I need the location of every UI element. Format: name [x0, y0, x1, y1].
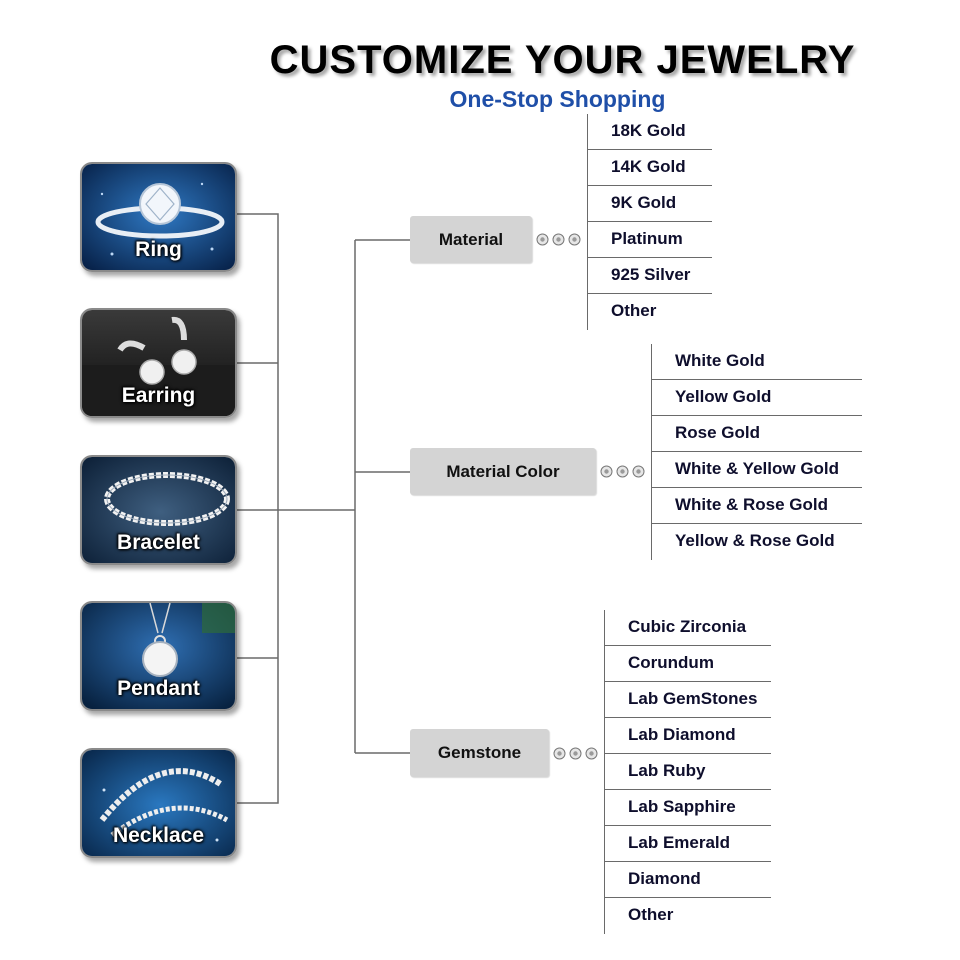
product-label-necklace: Necklace — [112, 824, 205, 847]
option-item[interactable]: Cubic Zirconia — [605, 610, 771, 646]
diamond-icon — [553, 747, 566, 760]
diamond-icon — [552, 233, 565, 246]
option-item[interactable]: Lab Diamond — [605, 718, 771, 754]
option-item[interactable]: 9K Gold — [588, 186, 712, 222]
product-label-earring: Earring — [121, 384, 196, 407]
option-item[interactable]: White & Yellow Gold — [652, 452, 862, 488]
option-item[interactable]: Yellow Gold — [652, 380, 862, 416]
option-item[interactable]: Lab Ruby — [605, 754, 771, 790]
material-options: 18K Gold 14K Gold 9K Gold Platinum 925 S… — [587, 114, 712, 330]
category-material[interactable]: Material — [410, 216, 532, 263]
diamond-icon — [600, 465, 613, 478]
option-item[interactable]: Yellow & Rose Gold — [675, 531, 835, 550]
product-card-necklace[interactable]: Necklace — [80, 748, 237, 858]
option-item[interactable]: Platinum — [588, 222, 712, 258]
dots-gemstone — [553, 747, 598, 760]
dots-material — [536, 233, 581, 246]
option-item[interactable]: 14K Gold — [588, 150, 712, 186]
diamond-icon — [536, 233, 549, 246]
diamond-icon — [585, 747, 598, 760]
product-label-pendant: Pendant — [117, 677, 200, 700]
pendant-icon — [82, 603, 235, 709]
earring-icon — [82, 310, 235, 416]
option-item[interactable]: White Gold — [652, 344, 862, 380]
ring-icon — [82, 164, 235, 270]
option-item[interactable]: Rose Gold — [652, 416, 862, 452]
option-item[interactable]: Lab Emerald — [605, 826, 771, 862]
option-item[interactable]: White & Rose Gold — [652, 488, 862, 524]
gemstone-options: Cubic Zirconia Corundum Lab GemStones La… — [604, 610, 771, 934]
product-label-ring: Ring — [135, 238, 182, 261]
option-item[interactable]: Lab GemStones — [605, 682, 771, 718]
product-label-bracelet: Bracelet — [117, 531, 200, 554]
option-item[interactable]: Diamond — [605, 862, 771, 898]
option-item[interactable]: Other — [611, 301, 657, 320]
diamond-icon — [616, 465, 629, 478]
category-label-material-color: Material Color — [446, 461, 560, 481]
diamond-icon — [632, 465, 645, 478]
product-card-pendant[interactable]: Pendant — [80, 601, 237, 711]
necklace-icon — [82, 750, 235, 856]
option-item[interactable]: Other — [628, 905, 674, 924]
page-subtitle: One-Stop Shopping — [449, 86, 666, 112]
category-material-color[interactable]: Material Color — [410, 448, 596, 495]
category-label-material: Material — [438, 229, 504, 249]
product-card-bracelet[interactable]: Bracelet — [80, 455, 237, 565]
category-gemstone[interactable]: Gemstone — [410, 729, 549, 777]
diamond-icon — [569, 747, 582, 760]
dots-material-color — [600, 465, 645, 478]
diamond-icon — [568, 233, 581, 246]
bracelet-icon — [82, 457, 235, 563]
category-label-gemstone: Gemstone — [437, 743, 522, 762]
product-card-ring[interactable]: Ring — [80, 162, 237, 272]
material-color-options: White Gold Yellow Gold Rose Gold White &… — [651, 344, 862, 560]
option-item[interactable]: 925 Silver — [588, 258, 712, 294]
option-item[interactable]: Lab Sapphire — [605, 790, 771, 826]
option-item[interactable]: Corundum — [605, 646, 771, 682]
product-card-earring[interactable]: Earring — [80, 308, 237, 418]
option-item[interactable]: 18K Gold — [588, 114, 712, 150]
page-title: CUSTOMIZE YOUR JEWELRY — [269, 38, 856, 82]
